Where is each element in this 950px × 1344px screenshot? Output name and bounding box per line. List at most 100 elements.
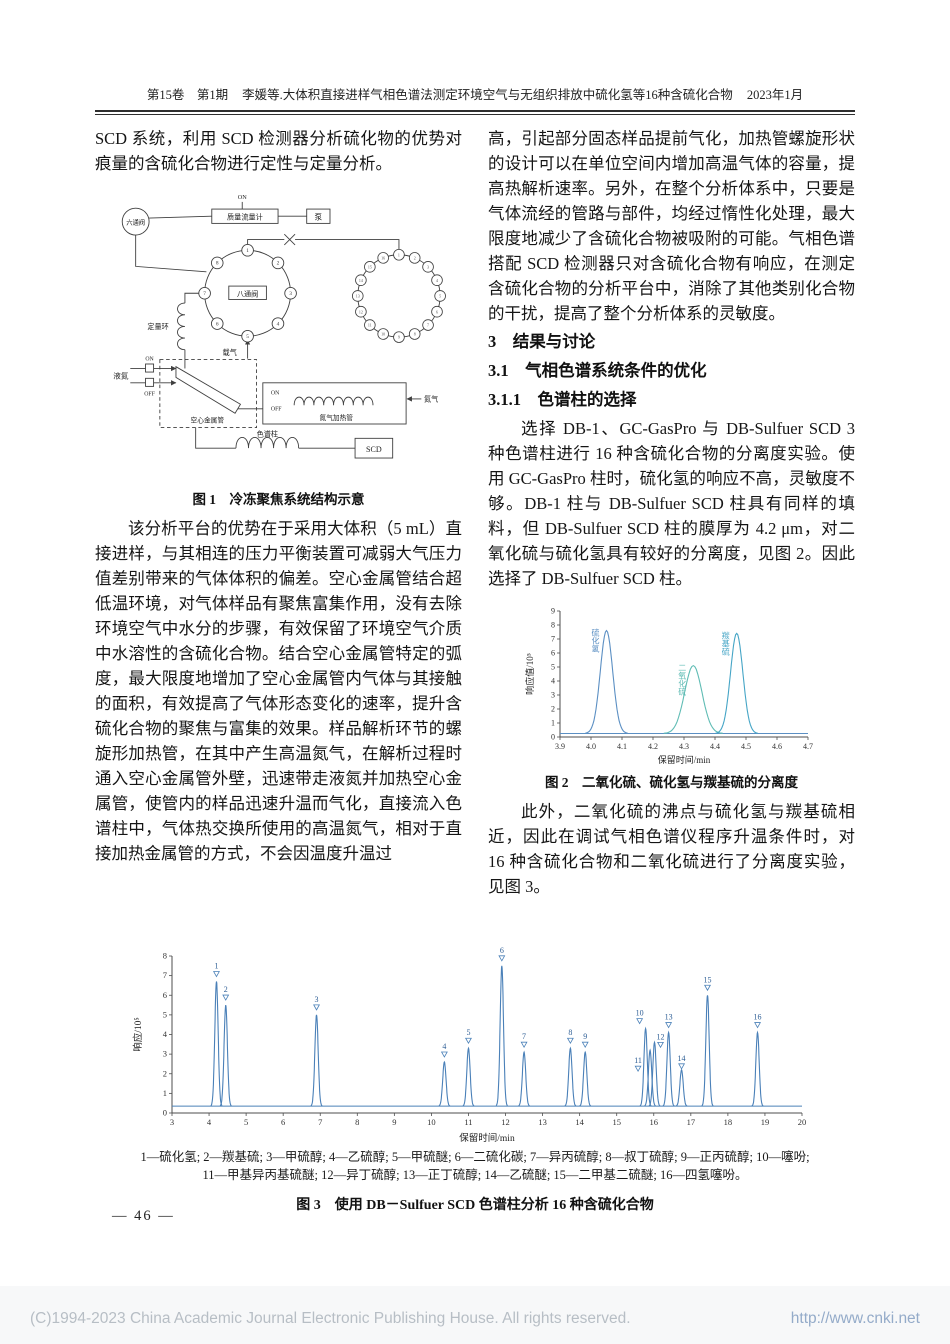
- svg-text:8: 8: [216, 261, 219, 267]
- svg-text:6: 6: [216, 321, 219, 327]
- label-on-top: ON: [238, 194, 248, 201]
- six-port-valve-circle: [121, 207, 150, 236]
- paragraph-separation-experiment: 此外，二氧化硫的沸点与硫化氢与羰基硫相近，因此在调试气相色谱仪程序升温条件时，对…: [488, 802, 855, 896]
- svg-text:7: 7: [163, 970, 167, 980]
- header-rule-thick: [95, 110, 855, 112]
- ln-off-valve: [145, 377, 155, 387]
- svg-text:响应值/10⁵: 响应值/10⁵: [524, 653, 535, 695]
- svg-text:12: 12: [657, 1032, 665, 1041]
- svg-text:8: 8: [414, 332, 416, 337]
- svg-text:5: 5: [466, 1028, 470, 1037]
- paragraph-scd-intro: SCD 系统，利用 SCD 检测器分析硫化物的优势对痕量的含硫化合物进行定性与定…: [95, 129, 462, 173]
- svg-text:9: 9: [583, 1032, 587, 1041]
- svg-text:1: 1: [214, 962, 218, 971]
- label-column: 色谱柱: [257, 430, 278, 439]
- right-column: 高，引起部分固态样品提前气化，加热管螺旋形状的设计可以在单位空间内增加高温气体的…: [488, 126, 855, 899]
- svg-text:6: 6: [163, 990, 167, 1000]
- svg-text:12: 12: [501, 1117, 510, 1127]
- svg-text:20: 20: [798, 1117, 807, 1127]
- sample-loop-coil: [177, 302, 185, 351]
- svg-text:3: 3: [551, 691, 555, 700]
- figure-2-caption: 图 2 二氧化硫、硫化氢与羰基硫的分离度: [544, 775, 799, 790]
- svg-text:4.7: 4.7: [803, 742, 813, 751]
- header-date: 2023年1月: [746, 88, 804, 102]
- label-hollow-metal-tube: 空心金属管: [191, 416, 225, 425]
- svg-text:8: 8: [568, 1028, 572, 1037]
- footer-cnki-link[interactable]: http://www.cnki.net: [790, 1310, 920, 1327]
- figure-1-caption: 图 1 冷冻聚焦系统结构示意: [192, 492, 365, 507]
- svg-text:5: 5: [551, 663, 555, 672]
- svg-text:15: 15: [368, 264, 372, 269]
- label-ln-on: ON: [145, 356, 154, 362]
- svg-text:6: 6: [551, 649, 555, 658]
- header-volume-issue: 第15卷 第1期: [146, 88, 229, 102]
- svg-text:11: 11: [464, 1117, 472, 1127]
- svg-text:10: 10: [381, 332, 385, 337]
- svg-text:4.0: 4.0: [586, 742, 596, 751]
- svg-text:3: 3: [170, 1117, 174, 1127]
- svg-text:10: 10: [427, 1117, 436, 1127]
- paragraph-column-comparison: 选择 DB-1、GC-GasPro 与 DB-Sulfuer SCD 3 种色谱…: [488, 419, 855, 588]
- svg-text:保留时间/min: 保留时间/min: [657, 754, 710, 765]
- svg-text:3: 3: [289, 291, 292, 297]
- scd-detector-box: [354, 437, 394, 459]
- ln-on-valve: [145, 363, 155, 373]
- svg-text:3: 3: [163, 1049, 167, 1059]
- header-article-info: 李媛等.大体积直接进样气相色谱法测定环境空气与无组织排放中硫化氢等16种含硫化合…: [242, 88, 733, 102]
- svg-text:15: 15: [612, 1117, 621, 1127]
- svg-text:4.5: 4.5: [741, 742, 751, 751]
- label-ln-off: OFF: [144, 391, 155, 397]
- svg-text:2: 2: [277, 261, 280, 267]
- svg-text:1: 1: [246, 248, 249, 254]
- svg-text:5: 5: [163, 1009, 167, 1019]
- heater-box: [262, 382, 407, 425]
- figure-1: ON 质量流量计 泵 六通阀 八通阀 定量环 载气 液氮 ON OFF 空心金属…: [95, 184, 462, 508]
- svg-text:1: 1: [163, 1088, 167, 1098]
- svg-text:4.2: 4.2: [648, 742, 658, 751]
- svg-text:7: 7: [551, 635, 555, 644]
- svg-text:16: 16: [650, 1117, 659, 1127]
- svg-text:3.9: 3.9: [555, 742, 565, 751]
- svg-text:6: 6: [281, 1117, 285, 1127]
- svg-text:7: 7: [318, 1117, 322, 1127]
- svg-text:10: 10: [636, 1009, 644, 1018]
- heading-results-discussion: 3 结果与讨论: [488, 332, 596, 351]
- two-column-body: SCD 系统，利用 SCD 检测器分析硫化物的优势对痕量的含硫化合物进行定性与定…: [95, 126, 855, 899]
- svg-text:1: 1: [551, 719, 555, 728]
- label-nitrogen: 氮气: [424, 395, 438, 404]
- svg-text:11: 11: [634, 1056, 642, 1065]
- svg-text:16: 16: [381, 255, 385, 260]
- svg-text:14: 14: [575, 1117, 584, 1127]
- svg-text:14: 14: [359, 278, 363, 283]
- svg-text:18: 18: [724, 1117, 733, 1127]
- svg-text:2: 2: [414, 255, 416, 260]
- svg-text:14: 14: [678, 1054, 686, 1063]
- svg-text:4.6: 4.6: [772, 742, 782, 751]
- figure-3-legend-line1: 1—硫化氢; 2—羰基硫; 3—甲硫醇; 4—乙硫醇; 5—甲硫醚; 6—二硫化…: [140, 1150, 810, 1164]
- figure-3-caption: 图 3 使用 DB－Sulfuer SCD 色谱柱分析 16 种含硫化合物: [296, 1198, 654, 1213]
- svg-text:0: 0: [551, 733, 555, 742]
- svg-text:4.4: 4.4: [710, 742, 720, 751]
- heading-column-selection: 3.1.1 色谱柱的选择: [488, 390, 637, 409]
- svg-text:15: 15: [704, 975, 712, 984]
- svg-text:8: 8: [163, 951, 167, 961]
- paragraph-continued: 高，引起部分固态样品提前气化，加热管螺旋形状的设计可以在单位空间内增加高温气体的…: [488, 129, 855, 323]
- svg-text:6: 6: [500, 946, 504, 955]
- page-number: — 46 —: [112, 1208, 175, 1224]
- svg-text:5: 5: [244, 1117, 248, 1127]
- svg-text:5: 5: [246, 334, 249, 340]
- svg-text:6: 6: [436, 309, 438, 314]
- svg-text:5: 5: [439, 294, 441, 299]
- svg-text:4: 4: [551, 677, 555, 686]
- svg-text:11: 11: [368, 323, 372, 328]
- label-nitrogen-heating-tube: 氮气加热管: [319, 413, 353, 422]
- label-pump: 泵: [315, 212, 323, 221]
- svg-text:2: 2: [224, 985, 228, 994]
- hollow-metal-tube-shape: [175, 365, 242, 414]
- page-footer: (C)1994-2023 China Academic Journal Elec…: [0, 1310, 950, 1328]
